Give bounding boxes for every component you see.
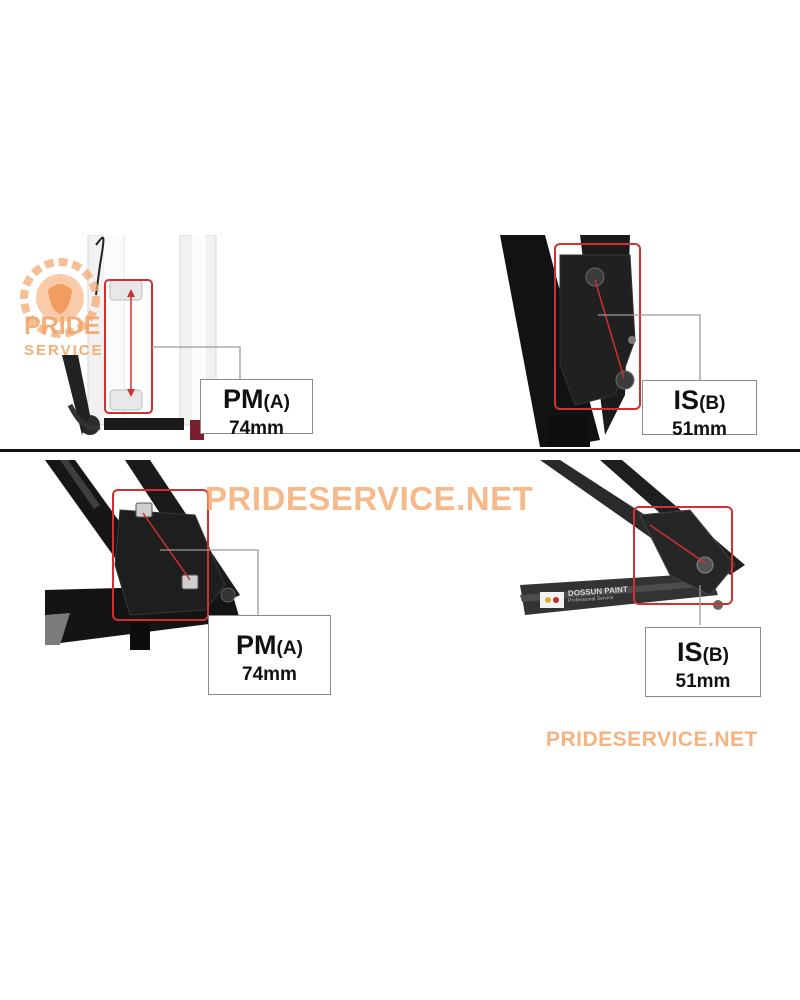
- watermark-center: PRIDESERVICE.NET: [205, 480, 534, 517]
- logo-text-pride: PRIDE: [24, 312, 101, 340]
- fork-pm-panel: PRIDE SERVICE PM(A) 74mm: [0, 235, 400, 447]
- fork-pm-illustration: [62, 235, 241, 440]
- fork-is-label: IS(B) 51mm: [642, 380, 757, 440]
- mount-type: IS: [673, 385, 700, 415]
- frame-pm-illustration: [45, 460, 259, 650]
- frame-is-panel: DOSSUN PAINT Professional Service IS(B) …: [400, 455, 800, 765]
- mount-subtype: (A): [263, 392, 290, 413]
- frame-is-illustration: [520, 460, 745, 625]
- mount-subtype: (A): [276, 638, 303, 659]
- mount-type: IS: [677, 637, 703, 667]
- mount-type: PM: [223, 384, 264, 414]
- mount-size: 74mm: [242, 664, 297, 685]
- pride-service-logo: PRIDE SERVICE: [12, 250, 112, 370]
- frame-pm-panel: PM(A) 74mm: [0, 455, 400, 765]
- divider-line: [0, 449, 800, 452]
- mount-size: 51mm: [672, 419, 727, 440]
- watermark-bottom: PRIDESERVICE.NET: [546, 728, 758, 751]
- fork-is-illustration: [500, 235, 701, 447]
- logo-text-service: SERVICE: [24, 342, 104, 359]
- fork-pm-label: PM(A) 74mm: [200, 379, 313, 439]
- frame-pm-label: PM(A) 74mm: [208, 615, 331, 695]
- mount-subtype: (B): [702, 645, 729, 666]
- fork-is-panel: IS(B) 51mm: [400, 235, 800, 447]
- mount-size: 74mm: [229, 418, 284, 439]
- frame-is-label: IS(B) 51mm: [645, 627, 761, 697]
- mount-type: PM: [236, 630, 277, 660]
- lion-gear-icon: [20, 258, 100, 338]
- mount-size: 51mm: [675, 671, 731, 692]
- mount-subtype: (B): [699, 393, 726, 414]
